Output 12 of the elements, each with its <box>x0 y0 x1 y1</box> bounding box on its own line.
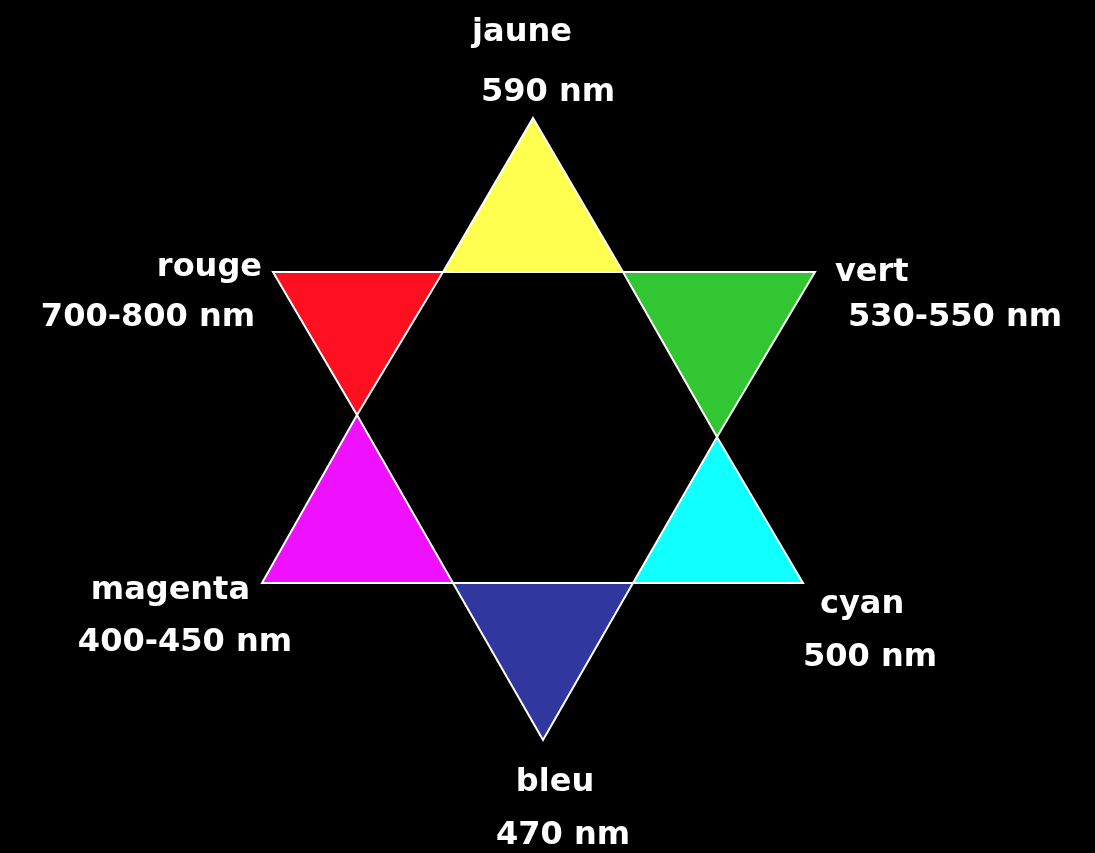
wavelength-label: 470 nm <box>495 817 631 849</box>
color-name: vert <box>835 254 909 286</box>
color-name: bleu <box>515 764 595 796</box>
color-name: magenta <box>90 572 250 604</box>
color-name: rouge <box>156 249 262 281</box>
wavelength-label: 590 nm <box>480 74 616 106</box>
wavelength-label: 500 nm <box>803 639 938 671</box>
wavelength-label: 400-450 nm <box>77 624 292 656</box>
wavelength-label: 700-800 nm <box>40 299 255 331</box>
color-name: cyan <box>820 586 905 618</box>
wavelength-label: 530-550 nm <box>848 299 1063 331</box>
color-name: jaune <box>472 14 572 46</box>
